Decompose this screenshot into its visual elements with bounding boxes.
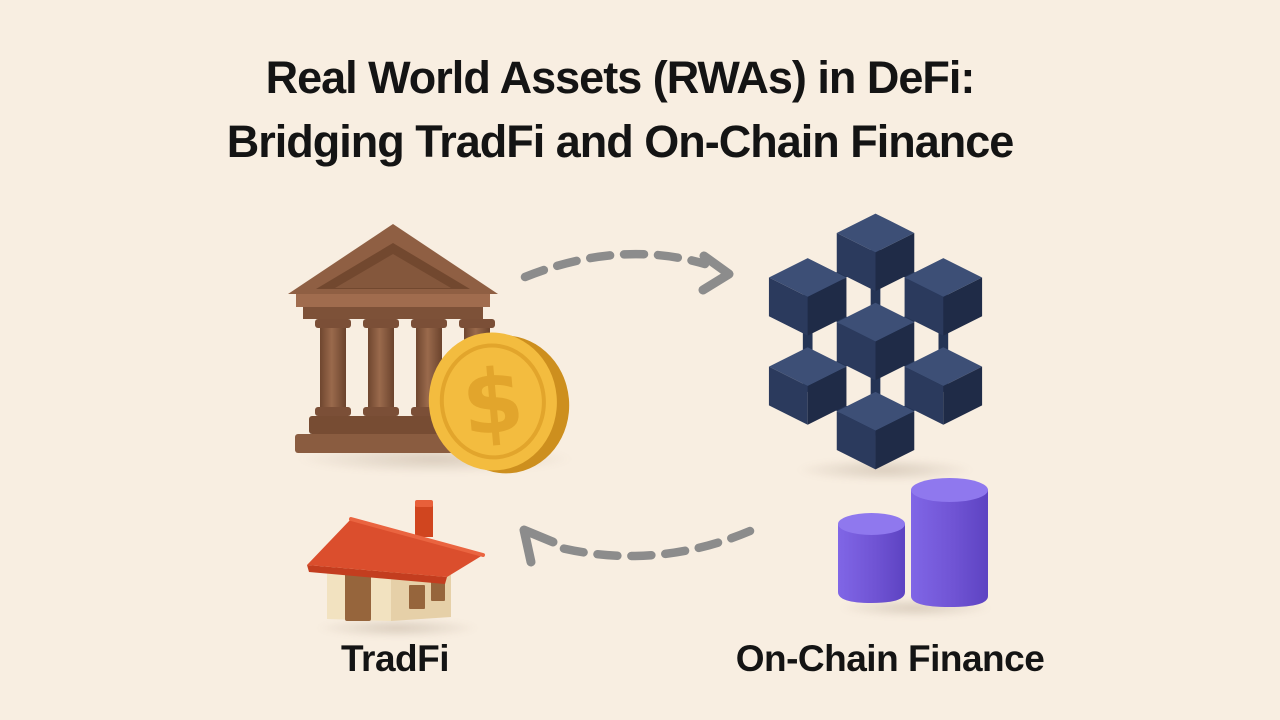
arrowhead-right	[698, 251, 734, 295]
blockchain-cubes-icon	[768, 213, 983, 470]
cube-upper-left	[768, 258, 847, 336]
house-window	[431, 580, 445, 601]
short-cylinder	[838, 513, 905, 603]
cube-center	[836, 302, 915, 381]
house-shadow	[315, 618, 480, 638]
cube-lower-left	[768, 347, 847, 425]
dollar-symbol: $	[458, 348, 528, 456]
bar-cylinders-icon	[838, 478, 988, 607]
page-title-line1: Real World Assets (RWAs) in DeFi:	[265, 52, 976, 103]
tradfi-label: TradFi	[340, 638, 450, 679]
page-title-line2: Bridging TradFi and On-Chain Finance	[226, 116, 1015, 167]
arrow-tradfi-to-onchain	[520, 249, 734, 295]
cube-top	[836, 213, 915, 292]
onchain-finance-label: On-Chain Finance	[735, 638, 1045, 679]
dollar-coin-icon: $	[428, 332, 570, 474]
cube-bottom	[836, 391, 915, 470]
cube-upper-right	[904, 258, 983, 336]
cube-lower-right	[904, 347, 983, 425]
tall-cylinder	[911, 478, 988, 607]
house-window	[409, 585, 425, 609]
house-roof	[307, 519, 483, 577]
page-title: Real World Assets (RWAs) in DeFi: Bridgi…	[0, 46, 1240, 174]
arrowhead-left	[519, 525, 558, 567]
arrow-onchain-to-tradfi	[519, 525, 755, 567]
house-door	[345, 573, 371, 621]
house-icon	[307, 500, 485, 621]
